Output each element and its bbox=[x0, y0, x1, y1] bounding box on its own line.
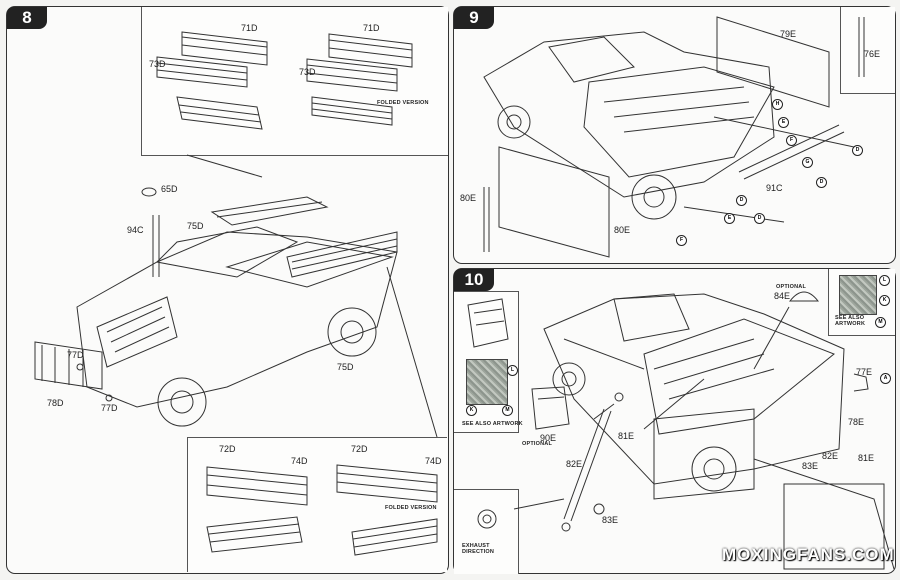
camouflage-artwork-swatch bbox=[466, 359, 508, 405]
part-label: 79E bbox=[780, 29, 797, 39]
callout-marker: H bbox=[772, 99, 783, 110]
part-label: 82E bbox=[566, 459, 583, 469]
callout-marker: M bbox=[875, 317, 886, 328]
exhaust-direction-label: Exhaust Direction bbox=[462, 543, 495, 555]
optional-label: Optional bbox=[776, 284, 807, 290]
callout-marker: L bbox=[507, 365, 518, 376]
part-label: 84E bbox=[774, 291, 791, 301]
callout-marker: D bbox=[736, 195, 747, 206]
part-label: 80E bbox=[614, 225, 631, 235]
see-also-artwork-label: See Also Artwork bbox=[462, 421, 523, 427]
part-label: 71D bbox=[241, 23, 258, 33]
part-label: 78E bbox=[848, 417, 865, 427]
step-10-drawing bbox=[467, 291, 895, 570]
camouflage-artwork-swatch bbox=[839, 275, 877, 315]
part-label: 83E bbox=[802, 461, 819, 471]
part-label: 76E bbox=[864, 49, 881, 59]
step-9-drawing bbox=[483, 16, 865, 258]
step-10-exhaust-inset bbox=[454, 489, 519, 574]
callout-marker: L bbox=[879, 275, 890, 286]
part-label: 75D bbox=[337, 362, 354, 372]
part-label: 72D bbox=[219, 444, 236, 454]
folded-version-label: Folded Version bbox=[385, 505, 437, 511]
callout-marker: M bbox=[502, 405, 513, 416]
optional-label: Optional bbox=[522, 441, 553, 447]
rack-assembly-73d bbox=[156, 31, 268, 88]
humvee-model bbox=[76, 196, 398, 427]
callout-marker: E bbox=[778, 117, 789, 128]
part-label: 74D bbox=[425, 456, 442, 466]
part-label: 81E bbox=[858, 453, 875, 463]
part-label: 75D bbox=[187, 221, 204, 231]
part-label: 73D bbox=[149, 59, 166, 69]
callout-marker: D bbox=[754, 213, 765, 224]
step-9-panel: 9 79E 80E 80E 91C 76E D D D E E F F G H … bbox=[453, 6, 896, 264]
step-8-drawing bbox=[34, 31, 438, 556]
callout-marker: K bbox=[879, 295, 890, 306]
step-10-panel: 10 Optiona bbox=[453, 268, 896, 574]
part-label: 65D bbox=[161, 184, 178, 194]
part-label: 94C bbox=[127, 225, 144, 235]
part-label: 81E bbox=[618, 431, 635, 441]
part-label: 74D bbox=[291, 456, 308, 466]
folded-version-label: Folded Version bbox=[377, 100, 429, 106]
callout-marker: G bbox=[802, 157, 813, 168]
step-10-number: 10 bbox=[454, 269, 494, 291]
part-label: 72D bbox=[351, 444, 368, 454]
part-label: 77D bbox=[67, 350, 84, 360]
part-label: 77D bbox=[101, 403, 118, 413]
part-label: 77E bbox=[856, 367, 873, 377]
callout-marker: F bbox=[786, 135, 797, 146]
part-label: 82E bbox=[822, 451, 839, 461]
callout-marker: F bbox=[676, 235, 687, 246]
step-9-inset bbox=[840, 7, 895, 94]
callout-marker: D bbox=[852, 145, 863, 156]
callout-marker: K bbox=[466, 405, 477, 416]
callout-marker: D bbox=[816, 177, 827, 188]
part-label: 91C bbox=[766, 183, 783, 193]
step-8-number: 8 bbox=[7, 7, 47, 29]
part-label: 73D bbox=[299, 67, 316, 77]
part-label: 80E bbox=[460, 193, 477, 203]
watermark: MOXINGFANS.COM bbox=[722, 545, 895, 564]
part-label: 83E bbox=[602, 515, 619, 525]
step-9-number: 9 bbox=[454, 7, 494, 29]
step-8-panel: 8 bbox=[6, 6, 449, 574]
callout-marker: E bbox=[724, 213, 735, 224]
part-label: 90E bbox=[540, 433, 557, 443]
see-also-artwork-label: See Also Artwork bbox=[835, 315, 866, 327]
rack-assembly-73d-folded bbox=[306, 33, 413, 92]
callout-marker: A bbox=[880, 373, 891, 384]
part-label: 71D bbox=[363, 23, 380, 33]
part-label: 78D bbox=[47, 398, 64, 408]
